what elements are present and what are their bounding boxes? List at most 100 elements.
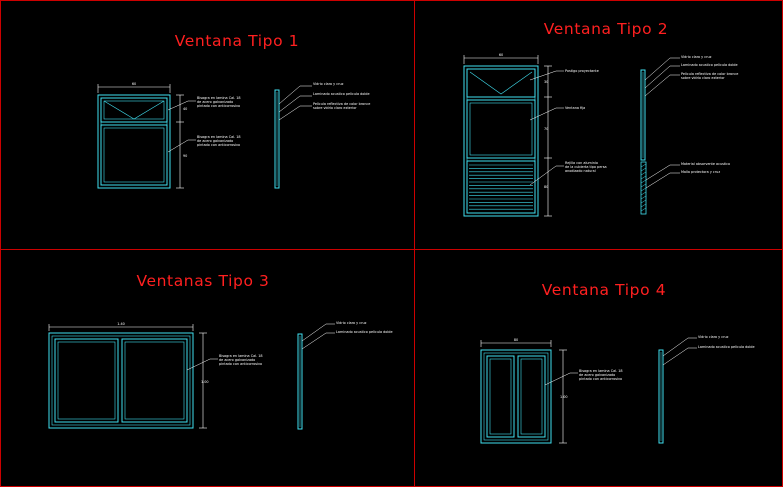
note-ventana-fija: Ventana fija — [565, 106, 585, 110]
window-section — [297, 323, 335, 430]
section-hatch-line — [640, 163, 647, 168]
dim-height-label: 1.00 — [201, 380, 209, 384]
louver-panel — [466, 160, 536, 214]
section-hatch-line — [640, 191, 647, 196]
panel-title: Ventana Tipo 2 — [544, 20, 668, 38]
window-front-elevation — [97, 94, 171, 189]
section-note-2: Laminado acustico pelicula doble — [313, 92, 370, 96]
leader-1 — [167, 100, 196, 111]
dimension-lines — [48, 324, 207, 429]
fixed-sash — [100, 124, 168, 186]
section-hatch-line — [640, 207, 647, 212]
section-hatch-line — [640, 171, 647, 176]
dim-width-label: 1.40 — [117, 322, 125, 326]
section-profile — [274, 89, 280, 189]
front-leaders — [529, 70, 564, 186]
panel-title: Ventana Tipo 4 — [542, 281, 666, 299]
transom-sash — [466, 68, 536, 98]
window-section — [640, 57, 680, 215]
window-frame-outer — [97, 94, 171, 189]
front-leaders — [544, 372, 578, 386]
panel-ventana-tipo-2: Ventana Tipo 2 60 30 70 80 Postigo pr — [463, 20, 738, 217]
dim-fixed-label: 90 — [183, 154, 187, 158]
window-frame-inner — [51, 335, 191, 426]
window-frame-outer — [463, 65, 539, 217]
transom-opening-mark — [469, 71, 533, 95]
dimension-lines — [480, 340, 567, 444]
fixed-sash — [466, 99, 536, 159]
section-note-2: Laminado acustico pelicula doble — [698, 345, 755, 349]
window-frame-outer — [480, 349, 552, 444]
note-postigo: Postigo proyectante — [565, 69, 599, 73]
panel-ventanas-tipo-3: Ventanas Tipo 3 1.40 1.00 Bisagra en lam… — [48, 272, 393, 430]
dim-fixed-label: 70 — [544, 127, 548, 131]
fixed-glass — [469, 102, 533, 156]
front-leaders — [186, 358, 218, 371]
section-hatch-line — [640, 179, 647, 184]
section-hatch-line — [640, 199, 647, 204]
left-sash — [486, 355, 515, 438]
panel-title: Ventana Tipo 1 — [175, 32, 299, 50]
transom-opening-mark — [103, 100, 165, 120]
section-hatch-line — [640, 183, 647, 188]
left-glass — [489, 358, 512, 435]
window-front-elevation — [480, 349, 552, 444]
section-hatch-line — [640, 195, 647, 200]
section-hatch-line — [640, 175, 647, 180]
dimension-lines — [463, 55, 552, 217]
section-note-1: Vidrio claro y cruz — [336, 321, 367, 325]
dim-width-label: 80 — [514, 338, 518, 342]
section-note-1: Vidrio claro y cruz — [681, 55, 712, 59]
section-profile — [658, 349, 664, 444]
window-section — [274, 85, 312, 189]
right-glass — [124, 341, 185, 420]
window-section — [658, 337, 697, 444]
section-note-1: Vidrio claro y cruz — [698, 335, 729, 339]
section-note-1: Vidrio claro y cruz — [313, 82, 344, 86]
window-frame-outer — [48, 332, 194, 429]
transom-sash — [100, 97, 168, 123]
louver-slats — [469, 164, 533, 210]
section-note-5: Malla protectora y cruz — [681, 170, 720, 174]
right-glass — [520, 358, 543, 435]
dim-louver-label: 80 — [544, 185, 548, 189]
right-sash — [121, 338, 188, 423]
window-front-elevation — [48, 332, 194, 429]
section-note-4: Material absorvente acustico — [681, 162, 730, 166]
right-sash — [517, 355, 546, 438]
leader-2 — [167, 139, 196, 153]
section-note-2: Laminado acustico pelicula doble — [336, 330, 393, 334]
section-hatch-line — [640, 167, 647, 172]
dimension-lines — [97, 84, 184, 189]
window-front-elevation — [463, 65, 539, 217]
fixed-glass — [103, 127, 165, 183]
left-sash — [54, 338, 119, 423]
section-hatch-line — [640, 203, 647, 208]
panel-title: Ventanas Tipo 3 — [136, 272, 269, 290]
dim-transom-label: 40 — [183, 107, 187, 111]
window-frame-inner — [483, 352, 549, 441]
left-glass — [57, 341, 116, 420]
section-profile — [297, 333, 303, 430]
section-leader-2 — [278, 95, 312, 113]
dim-width-label: 60 — [499, 53, 503, 57]
section-leader-3 — [278, 105, 312, 121]
section-leader-1 — [278, 85, 312, 105]
dim-transom-label: 30 — [544, 80, 548, 84]
dim-height-label: 1.00 — [560, 395, 568, 399]
section-note-2: Laminado acustico pelicula doble — [681, 63, 738, 67]
dim-width-label: 60 — [132, 82, 136, 86]
panel-ventana-tipo-4: Ventana Tipo 4 80 1.00 Bisagra en lamina… — [480, 281, 755, 444]
section-hatch-line — [640, 187, 647, 192]
section-profile — [640, 69, 646, 161]
panel-ventana-tipo-1: Ventana Tipo 1 60 40 90 Bisagra en lamin… — [97, 32, 370, 189]
